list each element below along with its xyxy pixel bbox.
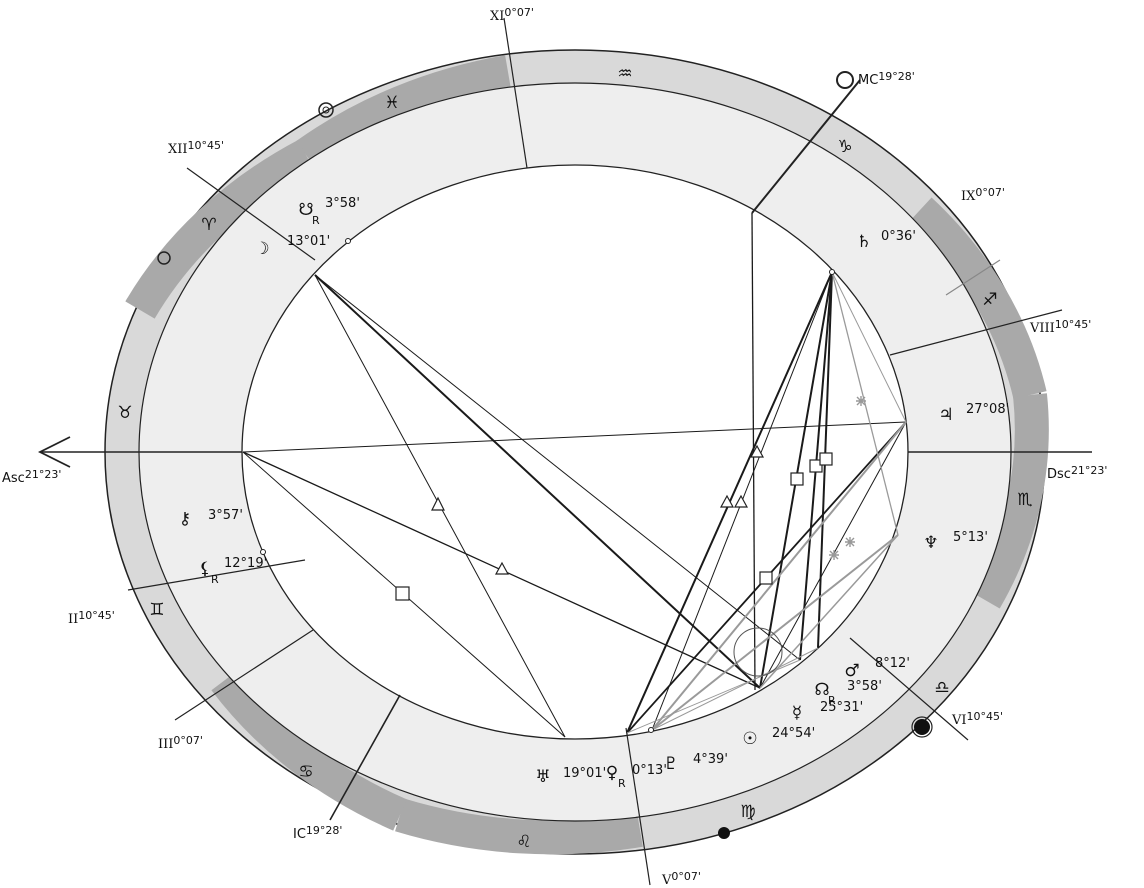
house-cusp-label-iii: III0°07' — [158, 734, 203, 752]
planet-labels: ☋R3°58'☽13°01'♄0°36'♃27°08'♆5°13'♂8°12'☊… — [179, 196, 1009, 790]
dsc-angle-label: Dsc21°23' — [1047, 464, 1107, 482]
house-cusp-label-v: V0°07' — [661, 870, 701, 888]
node-south-retrograde-mark: R — [828, 694, 836, 707]
aspect-sextile-markers — [829, 396, 866, 560]
moon-position-label: 13°01' — [287, 234, 330, 249]
house-cusp-label-viii: VIII10°45' — [1029, 318, 1091, 336]
planet-chiron: ⚷ 3°57' — [179, 508, 243, 529]
planet-neptune: ♆ 5°13' — [923, 530, 988, 553]
node-north-retrograde-mark: R — [312, 214, 320, 227]
node-north-icon: ☋ — [298, 200, 313, 220]
mercury-icon: ☿ — [792, 703, 802, 723]
house-labels: XI0°07' XII10°45' IX0°07' VIII10°45' II10°45… — [68, 6, 1091, 888]
taurus-sign-icon: ♉ — [117, 403, 132, 423]
neptune-position-label: 5°13' — [953, 530, 988, 545]
planet-mercury: ☿ 25°31' — [792, 700, 863, 723]
sun-icon: ☉ — [742, 729, 757, 749]
asc-arrow-icon — [37, 436, 71, 468]
leo-sign-icon: ♌ — [516, 832, 531, 852]
ic-angle-label: IC19°28' — [293, 824, 342, 842]
planet-node-south: ☊R 3°58' — [814, 679, 881, 707]
vertex-point-icon — [157, 251, 171, 265]
chiron-position-label: 3°57' — [208, 508, 243, 523]
house-cusps — [40, 17, 1092, 886]
planet-moon: ☽ 13°01' — [254, 234, 330, 259]
node-south-position-label: 3°58' — [847, 679, 882, 694]
planet-mars: ♂ 8°12' — [844, 656, 910, 681]
aspect-markers — [395, 444, 833, 601]
house-cusp-label-xi: XI0°07' — [490, 6, 534, 24]
saturn-position-label: 0°36' — [881, 229, 916, 244]
scorpio-sign-icon: ♏ — [1017, 490, 1032, 510]
black-moon-icon — [914, 719, 930, 735]
zodiac-glyphs: ♒ ♑ ♐ ♏ ♎ ♍ ♌ ♋ ♊ ♉ ♈ ♓ — [117, 64, 1032, 852]
venus-position-label: 0°13' — [632, 763, 667, 778]
fortune-point-icon — [318, 102, 334, 118]
mars-position-label: 8°12' — [875, 656, 910, 671]
neptune-icon: ♆ — [923, 533, 938, 553]
planet-venus: ♀R 0°13' — [606, 763, 667, 790]
zodiac-dark-segments — [125, 55, 1049, 855]
planet-saturn: ♄ 0°36' — [856, 229, 916, 252]
lilith-retrograde-mark: R — [211, 573, 219, 586]
lilith-position-label: 12°19' — [224, 556, 267, 571]
angle-labels: Asc21°23' Dsc21°23' MC19°28' IC19°28' — [2, 70, 1107, 842]
ring-points — [157, 71, 933, 839]
moon-icon: ☽ — [254, 239, 269, 259]
virgo-sign-icon: ♍ — [740, 802, 755, 822]
mc-angle-label: MC19°28' — [858, 70, 915, 88]
planet-anchors — [260, 238, 835, 733]
planet-uranus: ♅ 19°01' — [535, 766, 606, 787]
cancer-sign-icon: ♋ — [298, 762, 313, 782]
aries-sign-icon: ♈ — [201, 215, 216, 235]
venus-icon: ♀ — [606, 763, 618, 783]
asc-angle-label: Asc21°23' — [2, 468, 61, 486]
planet-node-north: ☋R 3°58' — [298, 196, 359, 227]
planet-pluto: ♇ 4°39' — [663, 752, 728, 774]
planet-lilith: ⚸R 12°19' — [199, 556, 267, 586]
sagittarius-sign-icon: ♐ — [982, 290, 997, 310]
chiron-icon: ⚷ — [179, 509, 191, 529]
node-north-position-label: 3°58' — [325, 196, 360, 211]
capricorn-sign-icon: ♑ — [837, 137, 852, 157]
dark-point-icon — [718, 827, 730, 839]
house-cusp-label-ix: IX0°07' — [961, 186, 1005, 204]
libra-sign-icon: ♎ — [934, 678, 949, 698]
house-cusp-label-ii: II10°45' — [68, 609, 115, 627]
jupiter-icon: ♃ — [938, 405, 953, 425]
sun-position-label: 24°54' — [772, 726, 815, 741]
saturn-icon: ♄ — [856, 232, 871, 252]
house-cusp-label-vi: VI10°45' — [951, 710, 1003, 728]
planet-jupiter: ♃ 27°08' — [938, 402, 1009, 425]
planet-sun: ☉ 24°54' — [742, 726, 815, 749]
lilith-icon: ⚸ — [199, 559, 211, 579]
pluto-position-label: 4°39' — [693, 752, 728, 767]
uranus-position-label: 19°01' — [563, 766, 606, 781]
venus-retrograde-mark: R — [618, 777, 626, 790]
mercury-position-label: 25°31' — [820, 700, 863, 715]
jupiter-position-label: 27°08' — [966, 402, 1009, 417]
house-cusp-label-xii: XII10°45' — [168, 139, 224, 157]
node-south-icon: ☊ — [814, 680, 829, 700]
gemini-sign-icon: ♊ — [149, 600, 164, 620]
aquarius-sign-icon: ♒ — [617, 64, 632, 84]
mars-icon: ♂ — [844, 661, 859, 681]
uranus-icon: ♅ — [535, 767, 550, 787]
mc-circle-icon — [836, 71, 854, 89]
pluto-icon: ♇ — [663, 754, 678, 774]
pisces-sign-icon: ♓ — [384, 93, 399, 113]
